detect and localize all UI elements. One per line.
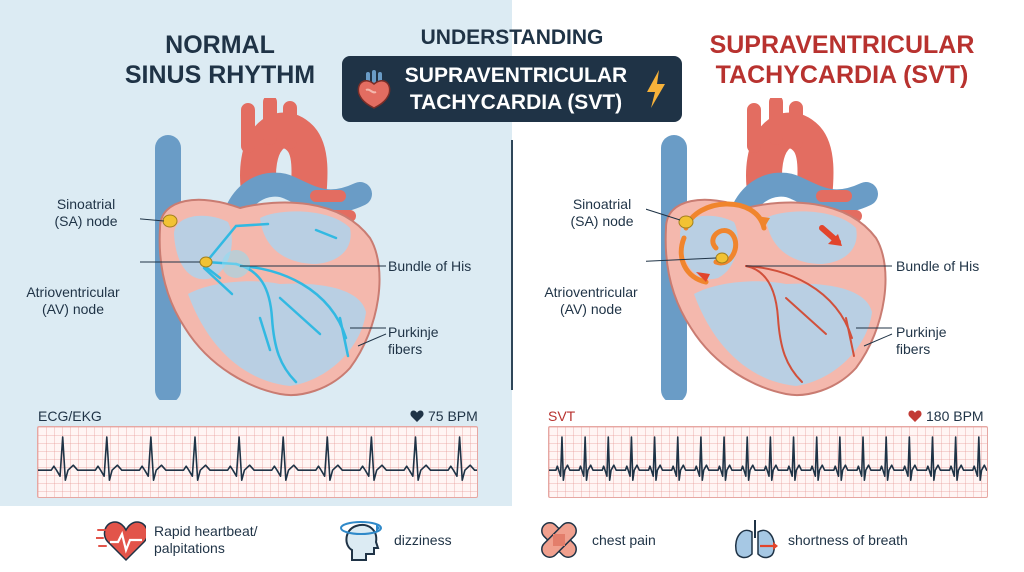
normal-title-line2: SINUS RHYTHM	[124, 61, 316, 89]
banner-line1: SUPRAVENTRICULAR	[404, 64, 628, 87]
normal-bpm-value: 75 BPM	[428, 408, 478, 424]
heart-icon	[357, 70, 391, 109]
normal-title-line1: NORMAL	[165, 31, 275, 59]
svt-bpm-value: 180 BPM	[926, 408, 984, 424]
normal-heart-diagram	[140, 98, 387, 400]
symptom-shortness-of-breath: shortness of breath	[730, 516, 908, 564]
svt-title-line1: SUPRAVENTRICULAR	[709, 31, 975, 59]
lightning-bolt-icon	[647, 70, 665, 108]
svt-purkinje-line2: fibers	[896, 341, 931, 357]
symptom-dizziness-label: dizziness	[394, 531, 452, 548]
svt-sa-node-label: Sinoatrial (SA) node	[556, 196, 648, 230]
panel-divider	[511, 140, 513, 390]
normal-av-node-label: Atrioventricular (AV) node	[18, 284, 128, 318]
svt-leader-lines	[646, 208, 893, 347]
heart-icon	[908, 410, 922, 422]
normal-sa-label-line2: (SA) node	[54, 213, 118, 229]
heart-pulse-icon	[96, 521, 146, 562]
normal-sa-node-label: Sinoatrial (SA) node	[40, 196, 132, 230]
svt-ecg-waveform	[549, 436, 987, 481]
symptom-breath-label: shortness of breath	[788, 531, 908, 548]
svt-ecg-strip	[548, 426, 988, 498]
svt-title-line2: TACHYCARDIA (SVT)	[715, 61, 969, 89]
svt-av-node	[715, 252, 729, 264]
bandage-icon	[541, 522, 577, 558]
svt-heart-diagram	[646, 98, 893, 400]
svt-conduction-paths	[745, 265, 855, 383]
normal-av-node	[199, 256, 213, 268]
symptom-chest-pain: chest pain	[534, 516, 656, 564]
normal-ecg-strip	[37, 426, 478, 498]
normal-ecg-label: ECG/EKG	[38, 408, 102, 424]
svt-av-label-line1: Atrioventricular	[544, 284, 638, 300]
normal-sa-label-line1: Sinoatrial	[56, 196, 116, 212]
svt-purkinje-label: Purkinje fibers	[896, 324, 947, 358]
normal-av-label-line1: Atrioventricular	[26, 284, 120, 300]
normal-purkinje-line2: fibers	[388, 341, 423, 357]
svt-sa-node	[678, 215, 694, 229]
svt-av-label-line2: (AV) node	[560, 301, 622, 317]
svt-sa-label-line2: (SA) node	[570, 213, 634, 229]
normal-ecg-trace	[38, 436, 477, 481]
normal-leader-lines	[140, 218, 387, 347]
svt-sa-label-line1: Sinoatrial	[572, 196, 632, 212]
normal-bpm-readout: 75 BPM	[410, 408, 478, 424]
understanding-label: UNDERSTANDING	[420, 26, 604, 49]
svt-purkinje-line1: Purkinje	[896, 324, 947, 340]
svt-bpm-readout: 180 BPM	[908, 408, 984, 424]
normal-bundle-of-his-label: Bundle of His	[388, 258, 472, 274]
normal-sa-node	[162, 214, 178, 228]
banner-line2: TACHYCARDIA (SVT)	[409, 91, 623, 114]
svt-ecg-trace	[549, 436, 987, 481]
normal-left-atrium	[260, 211, 351, 264]
symptom-palpitations-line2: palpitations	[154, 540, 225, 556]
svt-banner: SUPRAVENTRICULAR TACHYCARDIA (SVT)	[342, 56, 682, 122]
normal-av-label-line2: (AV) node	[42, 301, 104, 317]
svt-left-atrium	[766, 211, 857, 264]
heart-icon	[410, 410, 424, 422]
normal-ecg-waveform	[38, 436, 477, 481]
lungs-icon	[734, 520, 778, 559]
svt-bundle-of-his-label: Bundle of His	[896, 258, 980, 274]
symptom-palpitations: Rapid heartbeat/ palpitations	[96, 516, 258, 564]
dizzy-head-icon	[340, 521, 382, 561]
normal-purkinje-line1: Purkinje	[388, 324, 439, 340]
normal-purkinje-label: Purkinje fibers	[388, 324, 439, 358]
symptom-palpitations-line1: Rapid heartbeat/	[154, 523, 258, 539]
normal-ventricles	[188, 281, 366, 386]
svt-ecg-label: SVT	[548, 408, 576, 424]
symptom-dizziness: dizziness	[336, 516, 452, 564]
normal-rhythm-title: NORMAL SINUS RHYTHM	[80, 30, 360, 90]
svt-ventricles	[694, 281, 872, 386]
svt-av-node-label: Atrioventricular (AV) node	[536, 284, 646, 318]
svt-title: SUPRAVENTRICULAR TACHYCARDIA (SVT)	[672, 30, 1012, 90]
symptom-chest-pain-label: chest pain	[592, 531, 656, 548]
